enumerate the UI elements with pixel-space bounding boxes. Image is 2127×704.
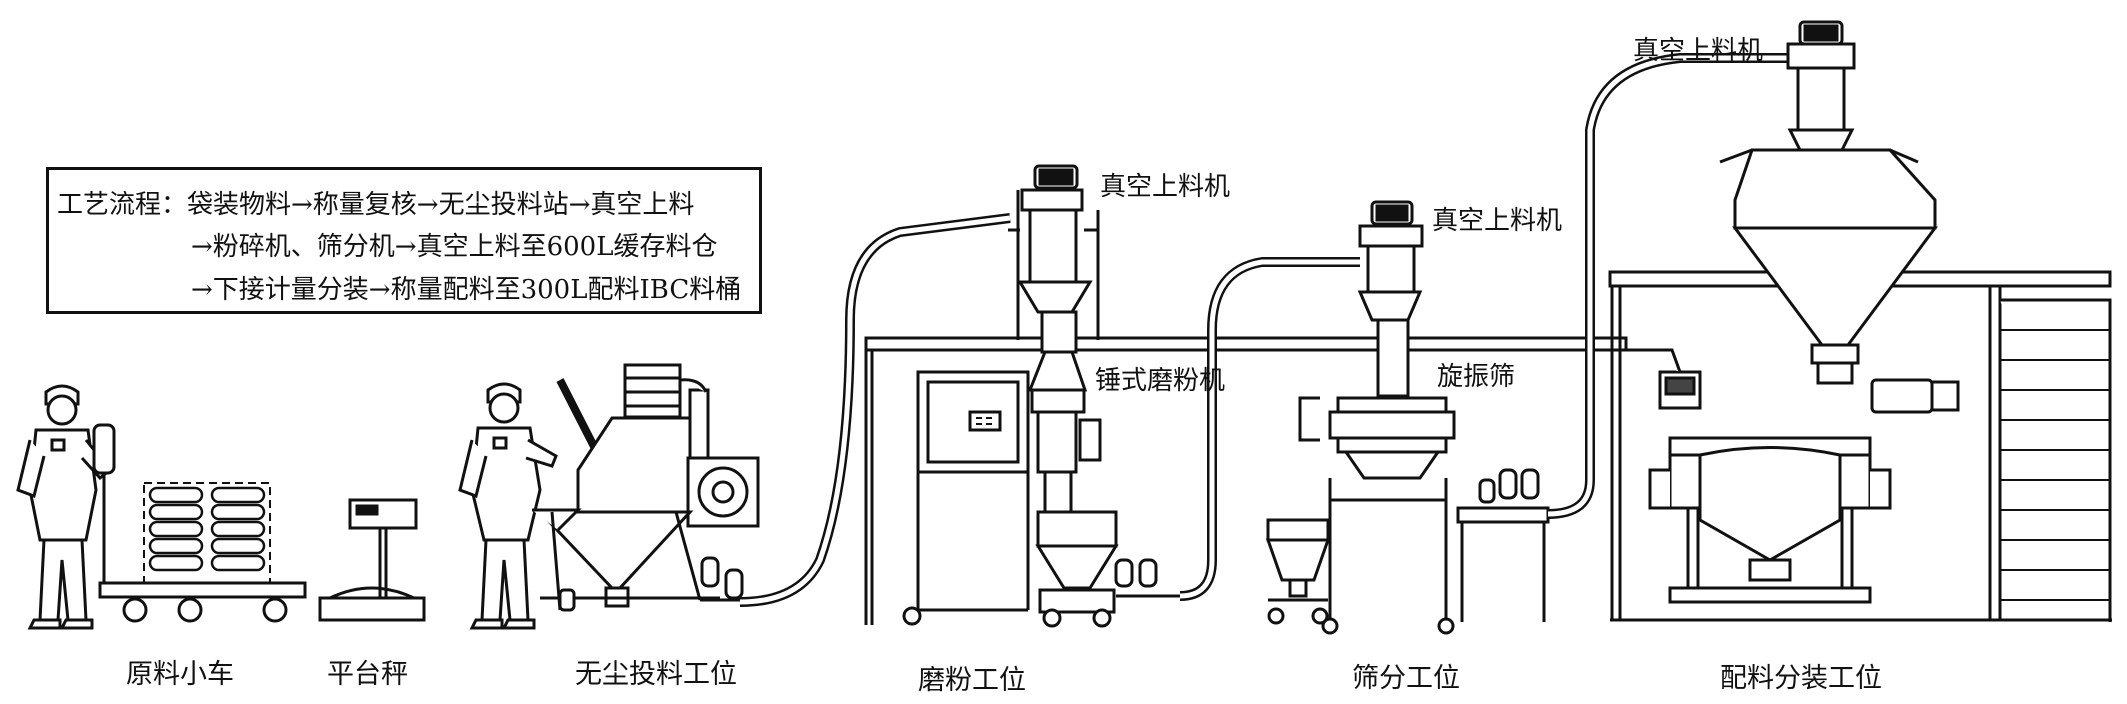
process-flow-box: 工艺流程：袋装物料→称量复核→无尘投料站→真空上料 →粉碎机、筛分机→真空上料至… xyxy=(46,167,762,314)
station-label-sieving: 筛分工位 xyxy=(1352,663,1460,694)
sieving-station-icon xyxy=(1265,200,1550,635)
process-line-1: 工艺流程：袋装物料→称量复核→无尘投料站→真空上料 xyxy=(57,190,695,220)
station-label-milling: 磨粉工位 xyxy=(918,665,1026,696)
callout-vacuum-loader-2: 真空上料机 xyxy=(1432,206,1563,236)
station-label-dispensing: 配料分装工位 xyxy=(1720,663,1882,694)
bag-stack xyxy=(143,482,271,584)
dispensing-station-icon xyxy=(1608,20,2112,622)
dustfree-feeding-station-icon xyxy=(458,363,760,630)
station-label-cart: 原料小车 xyxy=(126,659,234,690)
callout-hammer-mill: 锤式磨粉机 xyxy=(1095,366,1226,396)
station-label-scale: 平台秤 xyxy=(327,659,408,690)
callout-rotary-sieve: 旋振筛 xyxy=(1437,362,1516,392)
station-label-dustfree: 无尘投料工位 xyxy=(575,659,737,690)
callout-vacuum-loader-3: 真空上料机 xyxy=(1633,36,1764,66)
worker-with-cart-icon xyxy=(16,384,307,630)
platform-scale-icon xyxy=(318,498,426,622)
process-line-2: →粉碎机、筛分机→真空上料至600L缓存料仓 xyxy=(191,232,718,262)
callout-vacuum-loader-1: 真空上料机 xyxy=(1100,172,1231,202)
process-line-3: →下接计量分装→称量配料至300L配料IBC料桶 xyxy=(191,275,742,305)
milling-station-icon xyxy=(902,164,1180,628)
